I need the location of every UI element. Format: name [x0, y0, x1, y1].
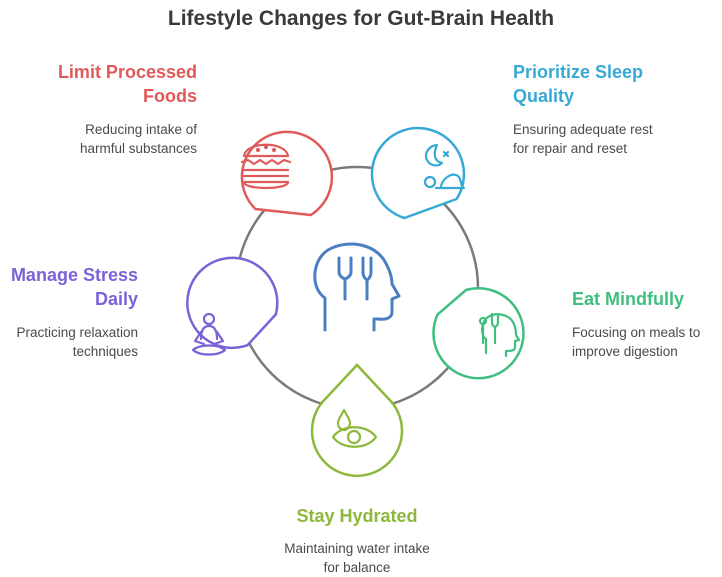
stay-hydrated-description: Maintaining water intake for balance [246, 539, 468, 577]
eat-mindfully-desc-line-2: improve digestion [572, 344, 678, 359]
manage-stress-desc-line-1: Practicing relaxation [16, 325, 138, 340]
water-eye-icon [331, 408, 378, 448]
processed-foods-heading-line-2: Foods [143, 86, 197, 106]
eat-mindfully-node [432, 287, 525, 380]
meditation-icon [191, 312, 227, 356]
processed-foods-description: Reducing intake of harmful substances [20, 120, 197, 158]
sleep-quality-description: Ensuring adequate rest for repair and re… [513, 120, 713, 158]
manage-stress-heading: Manage Stress Daily [0, 263, 138, 311]
stay-hydrated-desc-line-2: for balance [323, 560, 391, 575]
processed-foods-node [240, 130, 334, 217]
processed-foods-desc-line-1: Reducing intake of [85, 122, 197, 137]
stay-hydrated-heading-line-1: Stay Hydrated [296, 506, 418, 526]
sleep-quality-desc-line-2: for repair and reset [513, 141, 628, 156]
sleep-quality-desc-line-1: Ensuring adequate rest [513, 122, 653, 137]
manage-stress-node [186, 256, 279, 356]
stay-hydrated-desc-line-1: Maintaining water intake [284, 541, 430, 556]
eat-mindfully-heading: Eat Mindfully [572, 287, 717, 311]
sleep-quality-heading-line-1: Prioritize Sleep [513, 62, 644, 82]
manage-stress-heading-line-2: Daily [94, 289, 138, 309]
sleep-quality-heading: Prioritize Sleep Quality [513, 60, 713, 108]
burger-icon [240, 143, 292, 190]
sleep-icon [423, 143, 466, 190]
head-utensils-icon [478, 312, 521, 358]
sleep-quality-node [370, 126, 466, 220]
processed-foods-desc-line-2: harmful substances [79, 141, 197, 156]
sleep-quality-heading-line-2: Quality [513, 86, 575, 106]
manage-stress-description: Practicing relaxation techniques [0, 323, 138, 361]
manage-stress-desc-line-2: techniques [72, 344, 138, 359]
eat-mindfully-heading-line-1: Eat Mindfully [572, 289, 684, 309]
eat-mindfully-description: Focusing on meals to improve digestion [572, 323, 720, 361]
page-title: Lifestyle Changes for Gut-Brain Health [167, 7, 555, 30]
head-fork-knife-icon [313, 242, 401, 332]
processed-foods-heading-line-1: Limit Processed [57, 62, 197, 82]
processed-foods-heading: Limit Processed Foods [20, 60, 197, 108]
stay-hydrated-node [310, 363, 404, 477]
manage-stress-heading-line-1: Manage Stress [10, 265, 138, 285]
stay-hydrated-heading: Stay Hydrated [256, 504, 458, 528]
eat-mindfully-desc-line-1: Focusing on meals to [572, 325, 701, 340]
